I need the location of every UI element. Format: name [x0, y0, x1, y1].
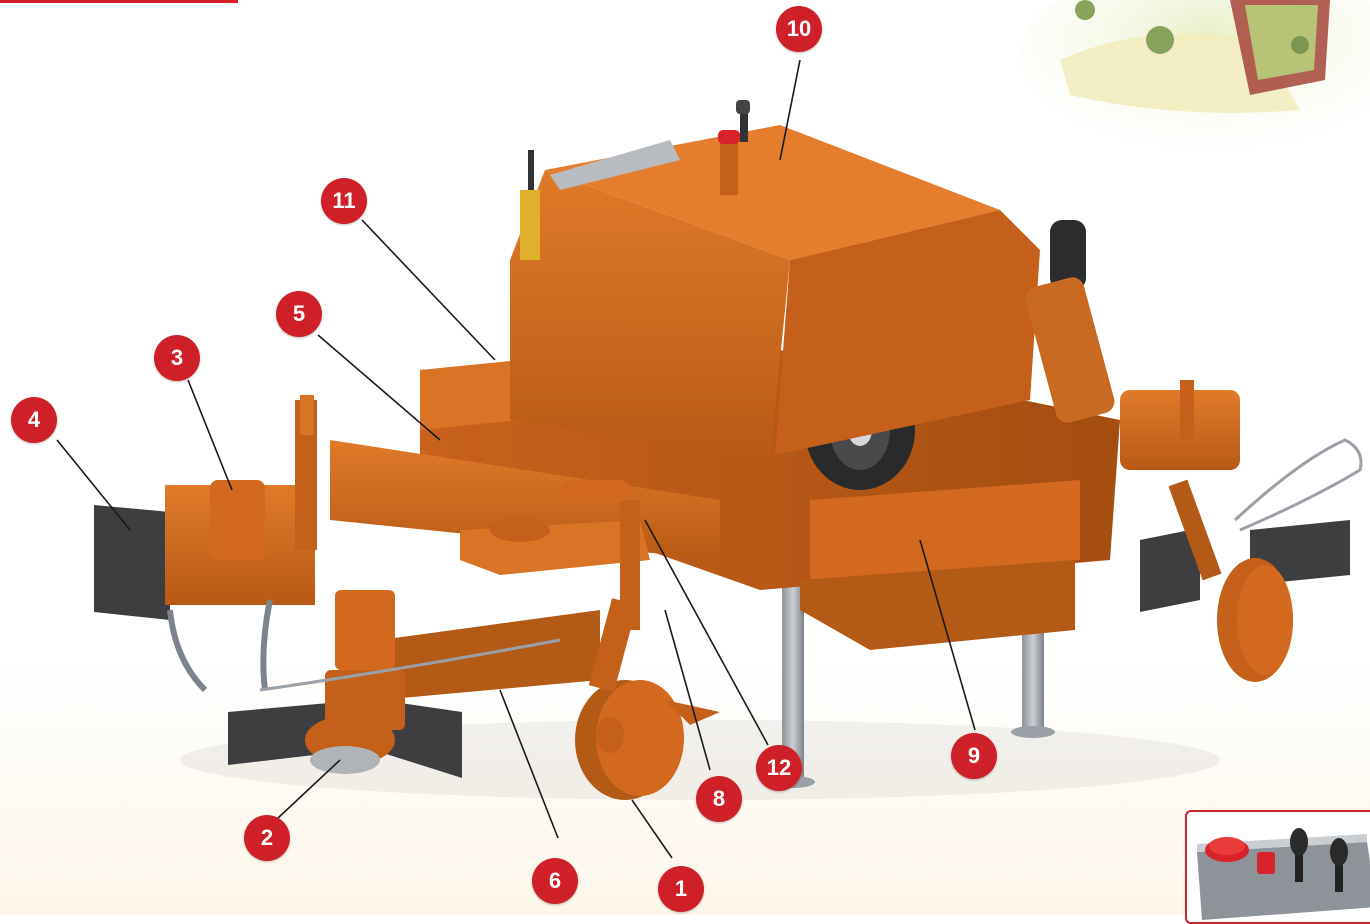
lower-cutter: [228, 590, 561, 778]
top-accent-bar: [0, 0, 238, 3]
callout-5: 5: [276, 291, 322, 337]
joystick-icon: [1290, 828, 1308, 882]
callout-8: 8: [696, 776, 742, 822]
callout-leaders: [56, 59, 976, 859]
callout-1: 1: [658, 866, 704, 912]
engine-hood: [510, 100, 1115, 460]
callout-9: 9: [951, 733, 997, 779]
callout-3: 3: [154, 335, 200, 381]
callout-4: 4: [11, 397, 57, 443]
callout-12: 12: [756, 745, 802, 791]
front-arm-assembly: [330, 440, 720, 700]
control-box-inset: [1185, 810, 1370, 924]
background-scenery: [1020, 0, 1370, 150]
callout-10: 10: [776, 6, 822, 52]
emergency-stop-icon: [1205, 837, 1249, 862]
callout-6: 6: [532, 858, 578, 904]
joystick-icon: [1330, 838, 1348, 892]
left-tool-assembly: [94, 395, 317, 693]
front-wheel: [575, 598, 720, 800]
right-tool-assembly: [1120, 380, 1363, 682]
toggle-switch-icon: [1257, 852, 1275, 874]
control-box-illustration: [1197, 828, 1370, 920]
callout-2: 2: [244, 815, 290, 861]
callout-11: 11: [321, 178, 367, 224]
